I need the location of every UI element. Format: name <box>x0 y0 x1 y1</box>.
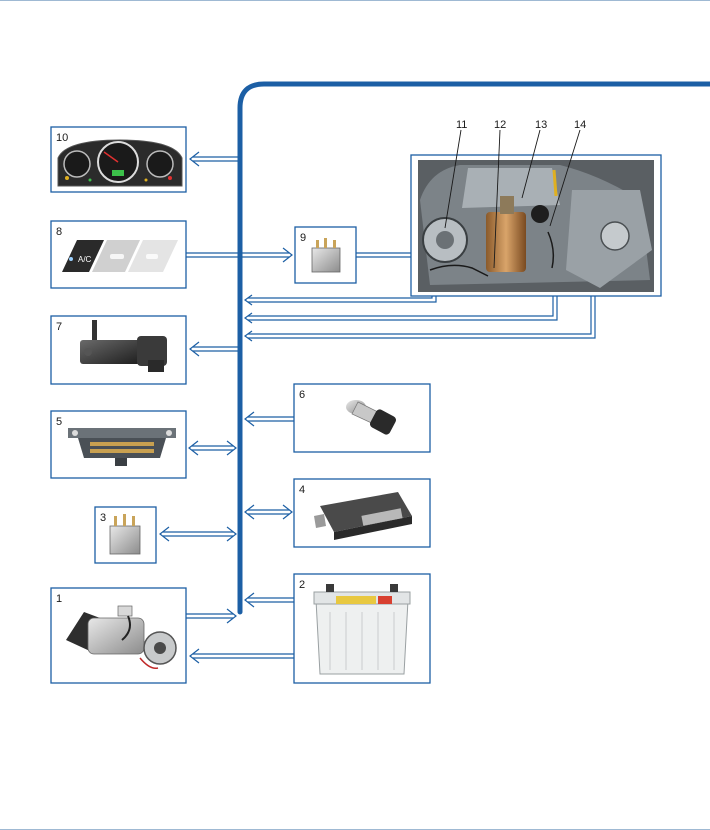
ac-relay-box: 9 <box>294 226 357 284</box>
solenoid-valve-box: 7 <box>50 315 187 385</box>
solenoid-valve-image <box>80 320 167 372</box>
label-4: 4 <box>299 484 305 496</box>
connector-2-1 <box>189 648 294 664</box>
ac-switch-panel-box: 8 A/C <box>50 220 187 289</box>
diagnostic-connector-box: 5 <box>50 410 187 479</box>
relay-box: 3 <box>94 506 157 564</box>
connector-10 <box>189 151 238 167</box>
connector-3 <box>159 526 237 542</box>
engine-image <box>418 160 654 292</box>
label-1: 1 <box>56 593 62 605</box>
engine-callout-lines <box>444 129 581 269</box>
ecu-box: 4 <box>293 478 431 548</box>
connector-4 <box>244 504 293 520</box>
label-2: 2 <box>299 579 305 591</box>
connector-1 <box>186 608 237 624</box>
label-3: 3 <box>100 512 106 524</box>
label-6: 6 <box>299 389 305 401</box>
battery-box: 2 <box>293 573 431 684</box>
label-9: 9 <box>300 232 306 244</box>
connector-7 <box>189 341 238 357</box>
pressure-sensor-box: 6 <box>293 383 431 453</box>
main-bus-line <box>237 81 710 615</box>
connector-2 <box>244 592 294 608</box>
label-7: 7 <box>56 321 62 333</box>
instrument-cluster-box: 10 <box>50 126 187 193</box>
ecu-image <box>314 492 412 540</box>
label-8: 8 <box>56 226 62 238</box>
connector-5 <box>188 440 237 456</box>
battery-image <box>313 584 411 675</box>
label-12: 12 <box>494 119 506 131</box>
label-5: 5 <box>56 416 62 428</box>
relay-image <box>109 525 141 555</box>
label-14: 14 <box>574 119 586 131</box>
label-13: 13 <box>535 119 547 131</box>
connector-8-9 <box>186 247 293 263</box>
label-10: 10 <box>56 132 68 144</box>
engine-box: 11 12 13 14 <box>410 119 662 297</box>
connector-6 <box>244 411 294 427</box>
diagnostic-connector-image <box>68 428 176 466</box>
ac-relay-image <box>311 247 341 273</box>
ignition-switch-box: 1 <box>50 587 187 684</box>
ignition-switch-image <box>66 605 177 670</box>
ac-button-label: A/C <box>78 255 92 264</box>
pressure-sensor-image <box>346 400 396 435</box>
label-11: 11 <box>456 119 467 131</box>
